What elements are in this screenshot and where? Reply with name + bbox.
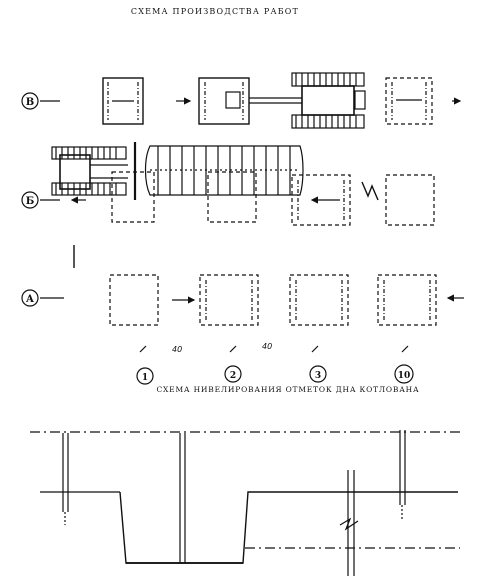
row-a-group [21, 274, 464, 326]
row-v-marker [21, 92, 39, 110]
row-a-label: А [26, 294, 35, 305]
station-2-marker [224, 365, 242, 383]
distance-mark-2: 40 [262, 342, 272, 351]
station-1-marker [136, 367, 154, 385]
row-a-pits [109, 274, 437, 326]
leveling-staff-1 [62, 433, 69, 525]
drawing-title: СХЕМА ПРОИЗВОДСТВА РАБОТ [131, 7, 299, 16]
row-b-label: Б [26, 196, 35, 207]
row-b-group [21, 142, 435, 268]
row-b-pits-under [111, 171, 257, 223]
leveling-staff-3 [339, 470, 359, 576]
row-a-marker [21, 289, 39, 307]
row-b-pit-4 [385, 174, 435, 226]
stations-group [136, 345, 414, 385]
station-1-label: 1 [142, 373, 148, 383]
station-3-marker [309, 365, 327, 383]
row-b-pit-3 [291, 174, 351, 226]
row-v-label: В [26, 97, 34, 108]
row-v-group [21, 72, 462, 129]
station-2-label: 2 [230, 371, 236, 381]
drawing-subtitle: СХЕМА НИВЕЛИРОВАНИЯ ОТМЕТОК ДНА КОТЛОВАН… [157, 385, 420, 394]
break-mark [361, 181, 379, 201]
station-10-marker [394, 364, 414, 384]
leveling-staff-2 [179, 433, 186, 563]
leveling-staff-4 [399, 430, 406, 520]
profile-section [30, 430, 460, 576]
dump-truck-icon [51, 146, 128, 196]
row-v-pit-1 [102, 77, 144, 125]
row-v-pit-4 [385, 77, 433, 125]
distance-mark-1: 40 [172, 345, 182, 354]
station-10-label: 10 [398, 371, 411, 381]
row-v-pit-2 [198, 77, 250, 125]
row-b-marker [21, 191, 39, 209]
station-3-label: 3 [315, 371, 321, 381]
excavator-icon [291, 72, 366, 129]
trench-segment [144, 145, 304, 196]
